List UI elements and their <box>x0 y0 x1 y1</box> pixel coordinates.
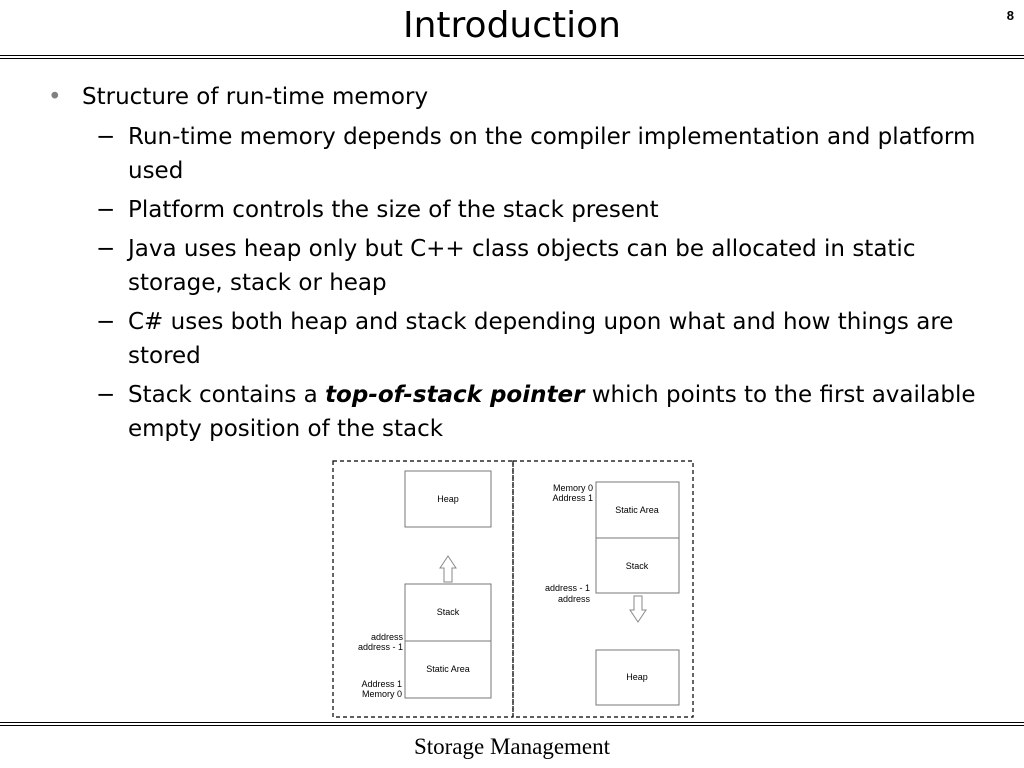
left-label-memory-0: Memory 0 <box>362 689 402 699</box>
down-arrow-icon <box>629 595 647 623</box>
left-label-address-minus-1: address - 1 <box>358 642 403 652</box>
right-label-memory-0: Memory 0 <box>553 483 593 493</box>
right-heap-box <box>595 649 680 706</box>
sub-bullet: − Run-time memory depends on the compile… <box>96 120 1008 188</box>
dash-marker: − <box>96 124 116 150</box>
sub-bullet: − Java uses heap only but C++ class obje… <box>96 232 1008 300</box>
sub-bullet-text: Platform controls the size of the stack … <box>128 197 659 223</box>
left-stack-box <box>404 583 492 642</box>
sub-bullet: − Stack contains a top-of-stack pointer … <box>96 378 1008 446</box>
main-bullet: • Structure of run-time memory <box>48 80 1008 114</box>
emphasized-term: top-of-stack pointer <box>325 382 585 408</box>
right-heap-label: Heap <box>626 672 648 682</box>
left-stack-label: Stack <box>437 607 460 617</box>
right-label-address: address <box>558 594 591 604</box>
sub-bullet-text: Stack contains a top-of-stack pointer wh… <box>128 378 1008 446</box>
slide-title: Introduction <box>402 5 621 46</box>
bullet-list: • Structure of run-time memory − Run-tim… <box>48 80 1008 451</box>
right-dashed-frame <box>512 460 694 718</box>
dash-marker: − <box>96 236 116 262</box>
right-static-area-label: Static Area <box>615 505 659 515</box>
dash-marker: − <box>96 197 116 223</box>
footer-rule-bottom <box>0 725 1024 726</box>
sub-bullet: − C# uses both heap and stack depending … <box>96 305 1008 373</box>
right-static-area-box <box>595 481 680 539</box>
right-stack-label: Stack <box>626 561 649 571</box>
sub-bullet: − Platform controls the size of the stac… <box>96 193 1008 227</box>
up-arrow-icon <box>439 555 457 583</box>
sub-bullet-text: C# uses both heap and stack depending up… <box>128 309 954 369</box>
footer-rule-top <box>0 722 1024 723</box>
main-bullet-text: Structure of run-time memory <box>82 84 429 110</box>
left-label-address: address <box>371 632 404 642</box>
left-label-address-1: Address 1 <box>361 679 402 689</box>
slide-footer: Storage Management <box>413 734 611 759</box>
page-number: 8 <box>1006 8 1014 23</box>
left-static-area-label: Static Area <box>426 664 470 674</box>
text-after: which points to the first available empt… <box>128 382 976 442</box>
dash-marker: − <box>96 309 116 335</box>
bullet-dot: • <box>48 84 62 110</box>
left-heap-box <box>404 470 492 528</box>
sub-bullet-text: Run-time memory depends on the compiler … <box>128 124 976 184</box>
sub-bullet-text: Java uses heap only but C++ class object… <box>128 236 916 296</box>
right-stack-box <box>595 537 680 594</box>
left-static-area-box <box>404 640 492 699</box>
left-heap-label: Heap <box>437 494 459 504</box>
right-label-address-minus-1: address - 1 <box>545 583 590 593</box>
right-label-address-1: Address 1 <box>552 493 593 503</box>
dash-marker: − <box>96 382 116 408</box>
header-rule-bottom <box>0 58 1024 59</box>
header-rule-top <box>0 55 1024 56</box>
text-before: Stack contains a <box>128 382 326 408</box>
